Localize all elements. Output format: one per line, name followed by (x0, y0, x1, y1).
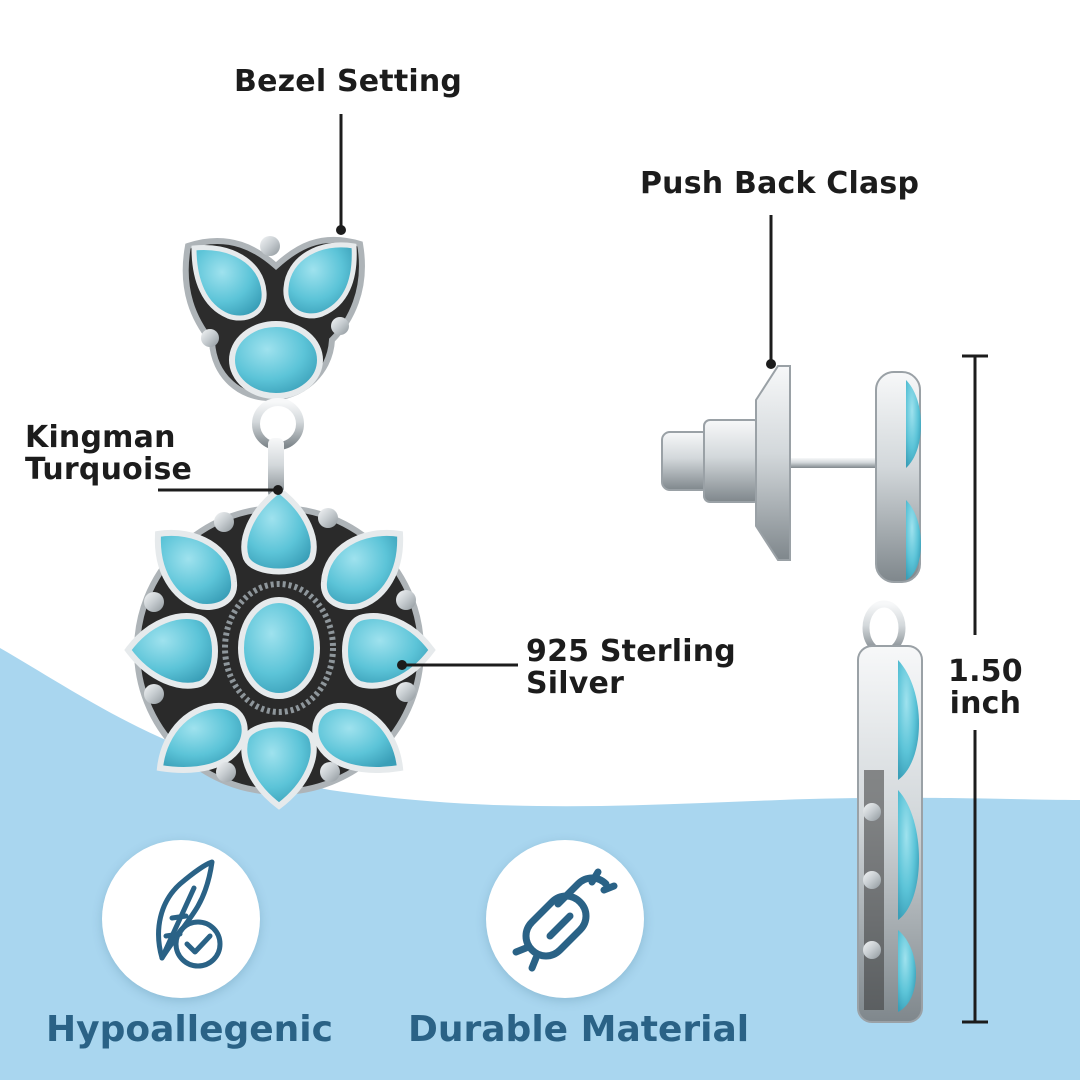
durable-material-label: Durable Material (408, 1009, 750, 1050)
pendant-side-stone (898, 790, 919, 920)
pendant-side-bead (863, 803, 881, 821)
bead (144, 684, 164, 704)
rope-ring (222, 581, 336, 715)
chain-link-icon (512, 868, 618, 972)
kingman-turquoise-label: Kingman Turquoise (25, 422, 192, 486)
stud-bead (201, 329, 219, 347)
stud-stone-right (283, 242, 357, 319)
petal-bottom-right (312, 702, 404, 773)
bead (318, 508, 338, 528)
petal-top-left (154, 530, 238, 610)
bail (268, 438, 284, 498)
petal-top-right (320, 530, 404, 610)
sterling-silver-label: 925 Sterling Silver (526, 636, 736, 700)
bezel-callout-dot (336, 225, 346, 235)
callout-lines (158, 114, 988, 1024)
petal-right (342, 613, 436, 689)
clasp-barrel (661, 431, 711, 491)
stud-stone-center (229, 321, 323, 399)
stud-side-stone (906, 380, 921, 468)
pendant-beads (144, 508, 416, 782)
stud-stone-left (191, 244, 267, 321)
dimension-unit: inch (949, 686, 1022, 721)
clasp-disc (755, 365, 791, 561)
pendant-side-bead (863, 941, 881, 959)
pendant-side-bead (863, 871, 881, 889)
side-earring (661, 365, 923, 1023)
kingman-callout-dot (273, 485, 283, 495)
dimension-value: 1.50 (948, 654, 1023, 689)
petal-left (124, 613, 218, 689)
bezel-setting-label: Bezel Setting (234, 64, 463, 99)
pendant-side-stone (898, 660, 919, 780)
stud-bead (331, 317, 349, 335)
kingman-label-line1: Kingman (25, 420, 176, 455)
silver-label-line2: Silver (526, 666, 625, 701)
durable-material-badge (486, 840, 644, 998)
center-stone (238, 597, 320, 699)
stud-bead (260, 236, 280, 256)
side-jump-ring (862, 600, 906, 656)
hypoallergenic-badge (102, 840, 260, 998)
push-back-callout-dot (766, 359, 776, 369)
bead (320, 762, 340, 782)
petal-bottom-left (156, 702, 248, 773)
stud-side-stone (906, 500, 921, 580)
bead (214, 512, 234, 532)
clasp-collar (703, 419, 761, 503)
kingman-label-line2: Turquoise (25, 452, 193, 487)
pendant-petals (124, 486, 436, 810)
petal-top (241, 486, 317, 575)
silver-callout-dot (397, 660, 407, 670)
petal-bottom (241, 721, 317, 810)
pendant-side-stone (898, 930, 916, 1012)
bead (144, 592, 164, 612)
dimension-label: 1.50 inch (948, 656, 1023, 720)
earring-post (772, 458, 890, 468)
feather-check-icon (156, 859, 223, 969)
front-earring (124, 236, 436, 810)
push-back-clasp-label: Push Back Clasp (640, 166, 920, 201)
bead (396, 590, 416, 610)
bead (216, 762, 236, 782)
silver-label-line1: 925 Sterling (526, 634, 736, 669)
hypoallergenic-label: Hypoallegenic (46, 1009, 333, 1050)
bead (396, 682, 416, 702)
